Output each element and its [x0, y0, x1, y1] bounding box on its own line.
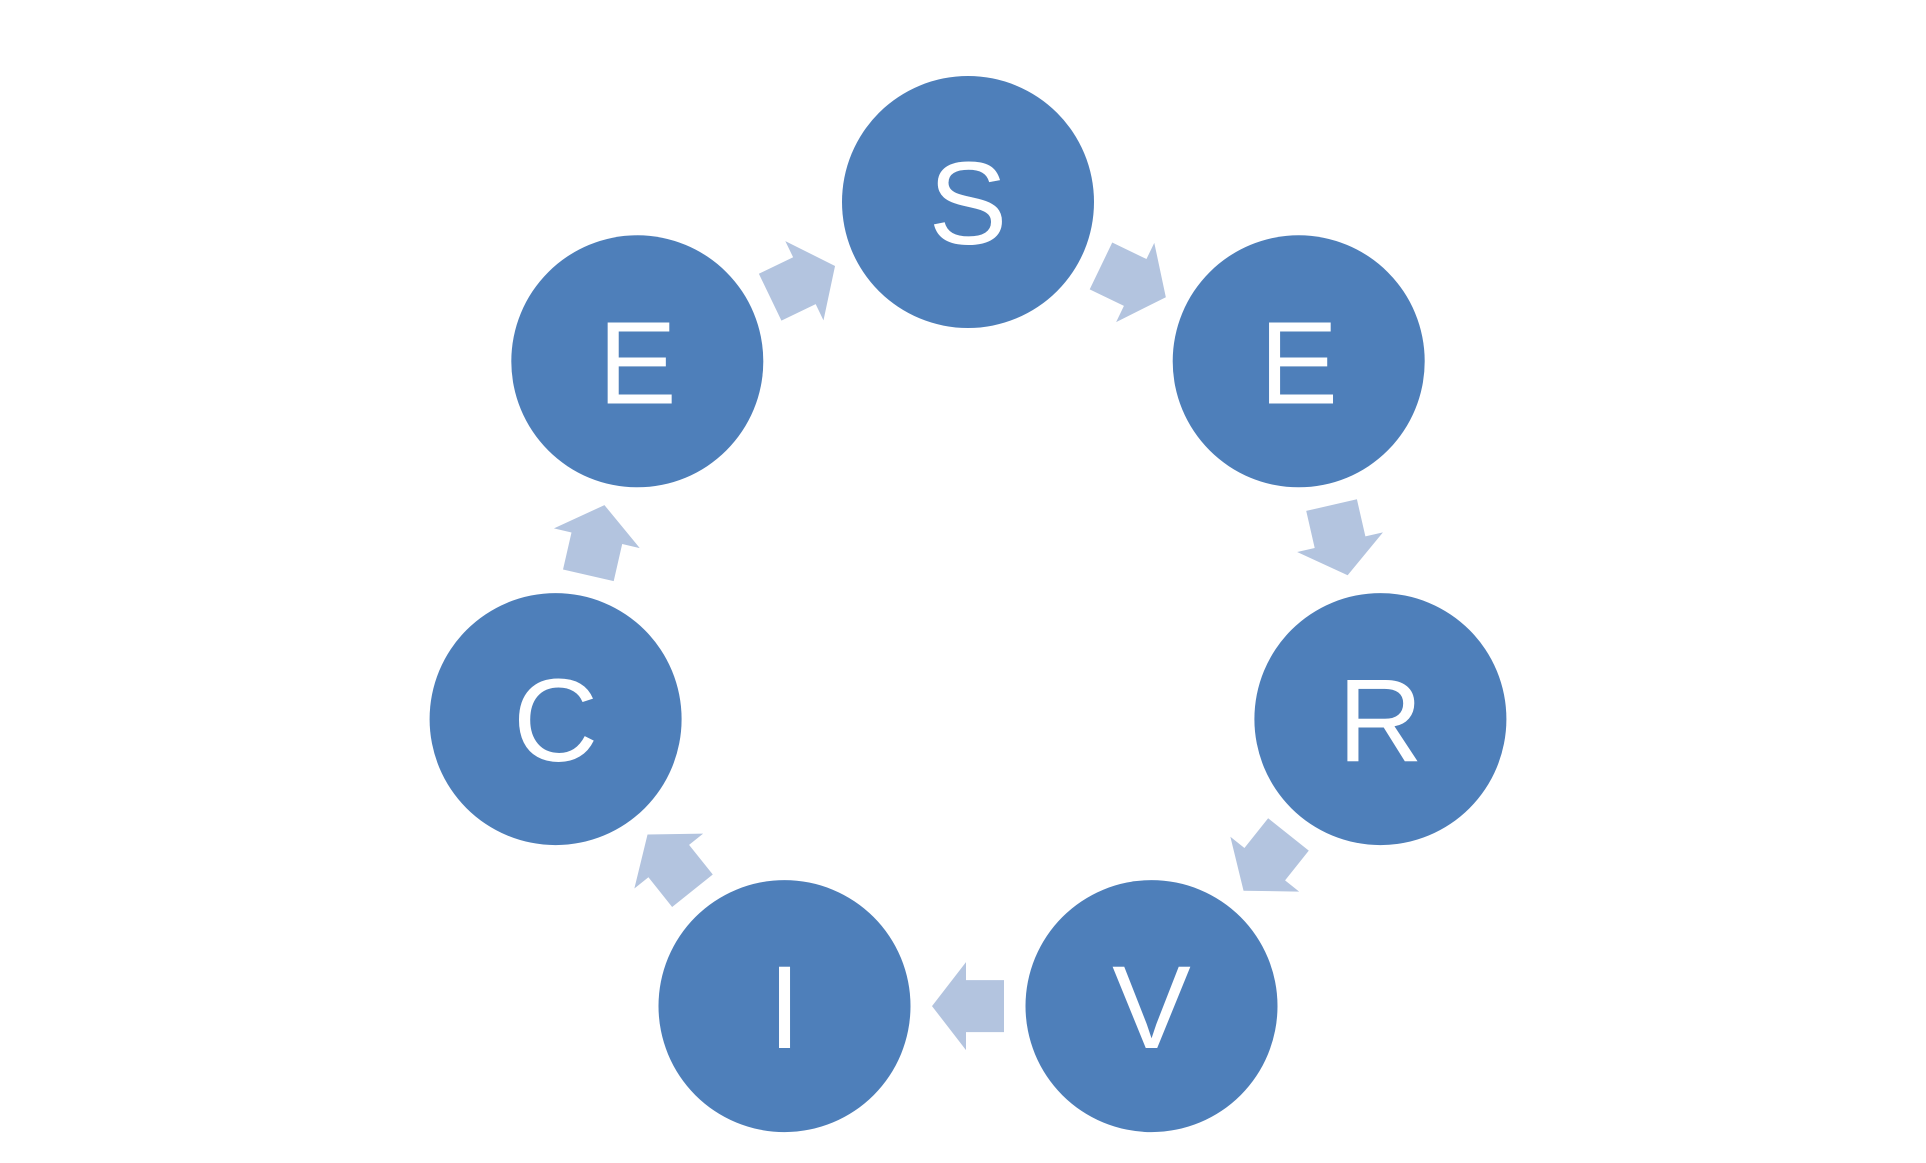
- node-i: I: [658, 880, 911, 1133]
- arrow-s-to-e1: [1089, 242, 1166, 323]
- node-e1: E: [1172, 235, 1425, 488]
- node-label: E: [598, 297, 677, 429]
- node-circle: [511, 235, 764, 488]
- node-r: R: [1254, 593, 1507, 846]
- arrow-e2-to-s: [758, 241, 836, 321]
- node-c: C: [429, 593, 682, 846]
- arrow-c-to-e2: [553, 505, 640, 582]
- node-label: I: [768, 942, 801, 1074]
- arrow-r-to-v: [1230, 818, 1309, 892]
- node-circle: [1254, 593, 1507, 846]
- node-circle: [429, 593, 682, 846]
- node-label: C: [513, 655, 598, 787]
- arrow-shape: [758, 241, 836, 321]
- arrow-shape: [634, 833, 713, 907]
- node-circle: [842, 76, 1094, 328]
- nodes-layer: S E R V I C E: [429, 76, 1507, 1133]
- node-circle: [1025, 880, 1278, 1133]
- node-label: E: [1259, 297, 1338, 429]
- arrow-shape: [553, 505, 640, 582]
- node-label: V: [1112, 942, 1191, 1074]
- arrows-layer: [553, 241, 1383, 1051]
- node-label: R: [1338, 655, 1423, 787]
- arrow-shape: [1230, 818, 1309, 892]
- node-e2: E: [511, 235, 764, 488]
- node-v: V: [1025, 880, 1278, 1133]
- node-circle: [1172, 235, 1425, 488]
- node-s: S: [842, 76, 1094, 328]
- node-circle: [658, 880, 911, 1133]
- arrow-shape: [932, 962, 1004, 1051]
- arrow-shape: [1089, 242, 1166, 323]
- node-label: S: [929, 138, 1008, 270]
- arrow-i-to-c: [634, 833, 713, 907]
- arrow-e1-to-r: [1297, 499, 1383, 576]
- arrow-v-to-i: [932, 962, 1004, 1051]
- arrow-shape: [1297, 499, 1383, 576]
